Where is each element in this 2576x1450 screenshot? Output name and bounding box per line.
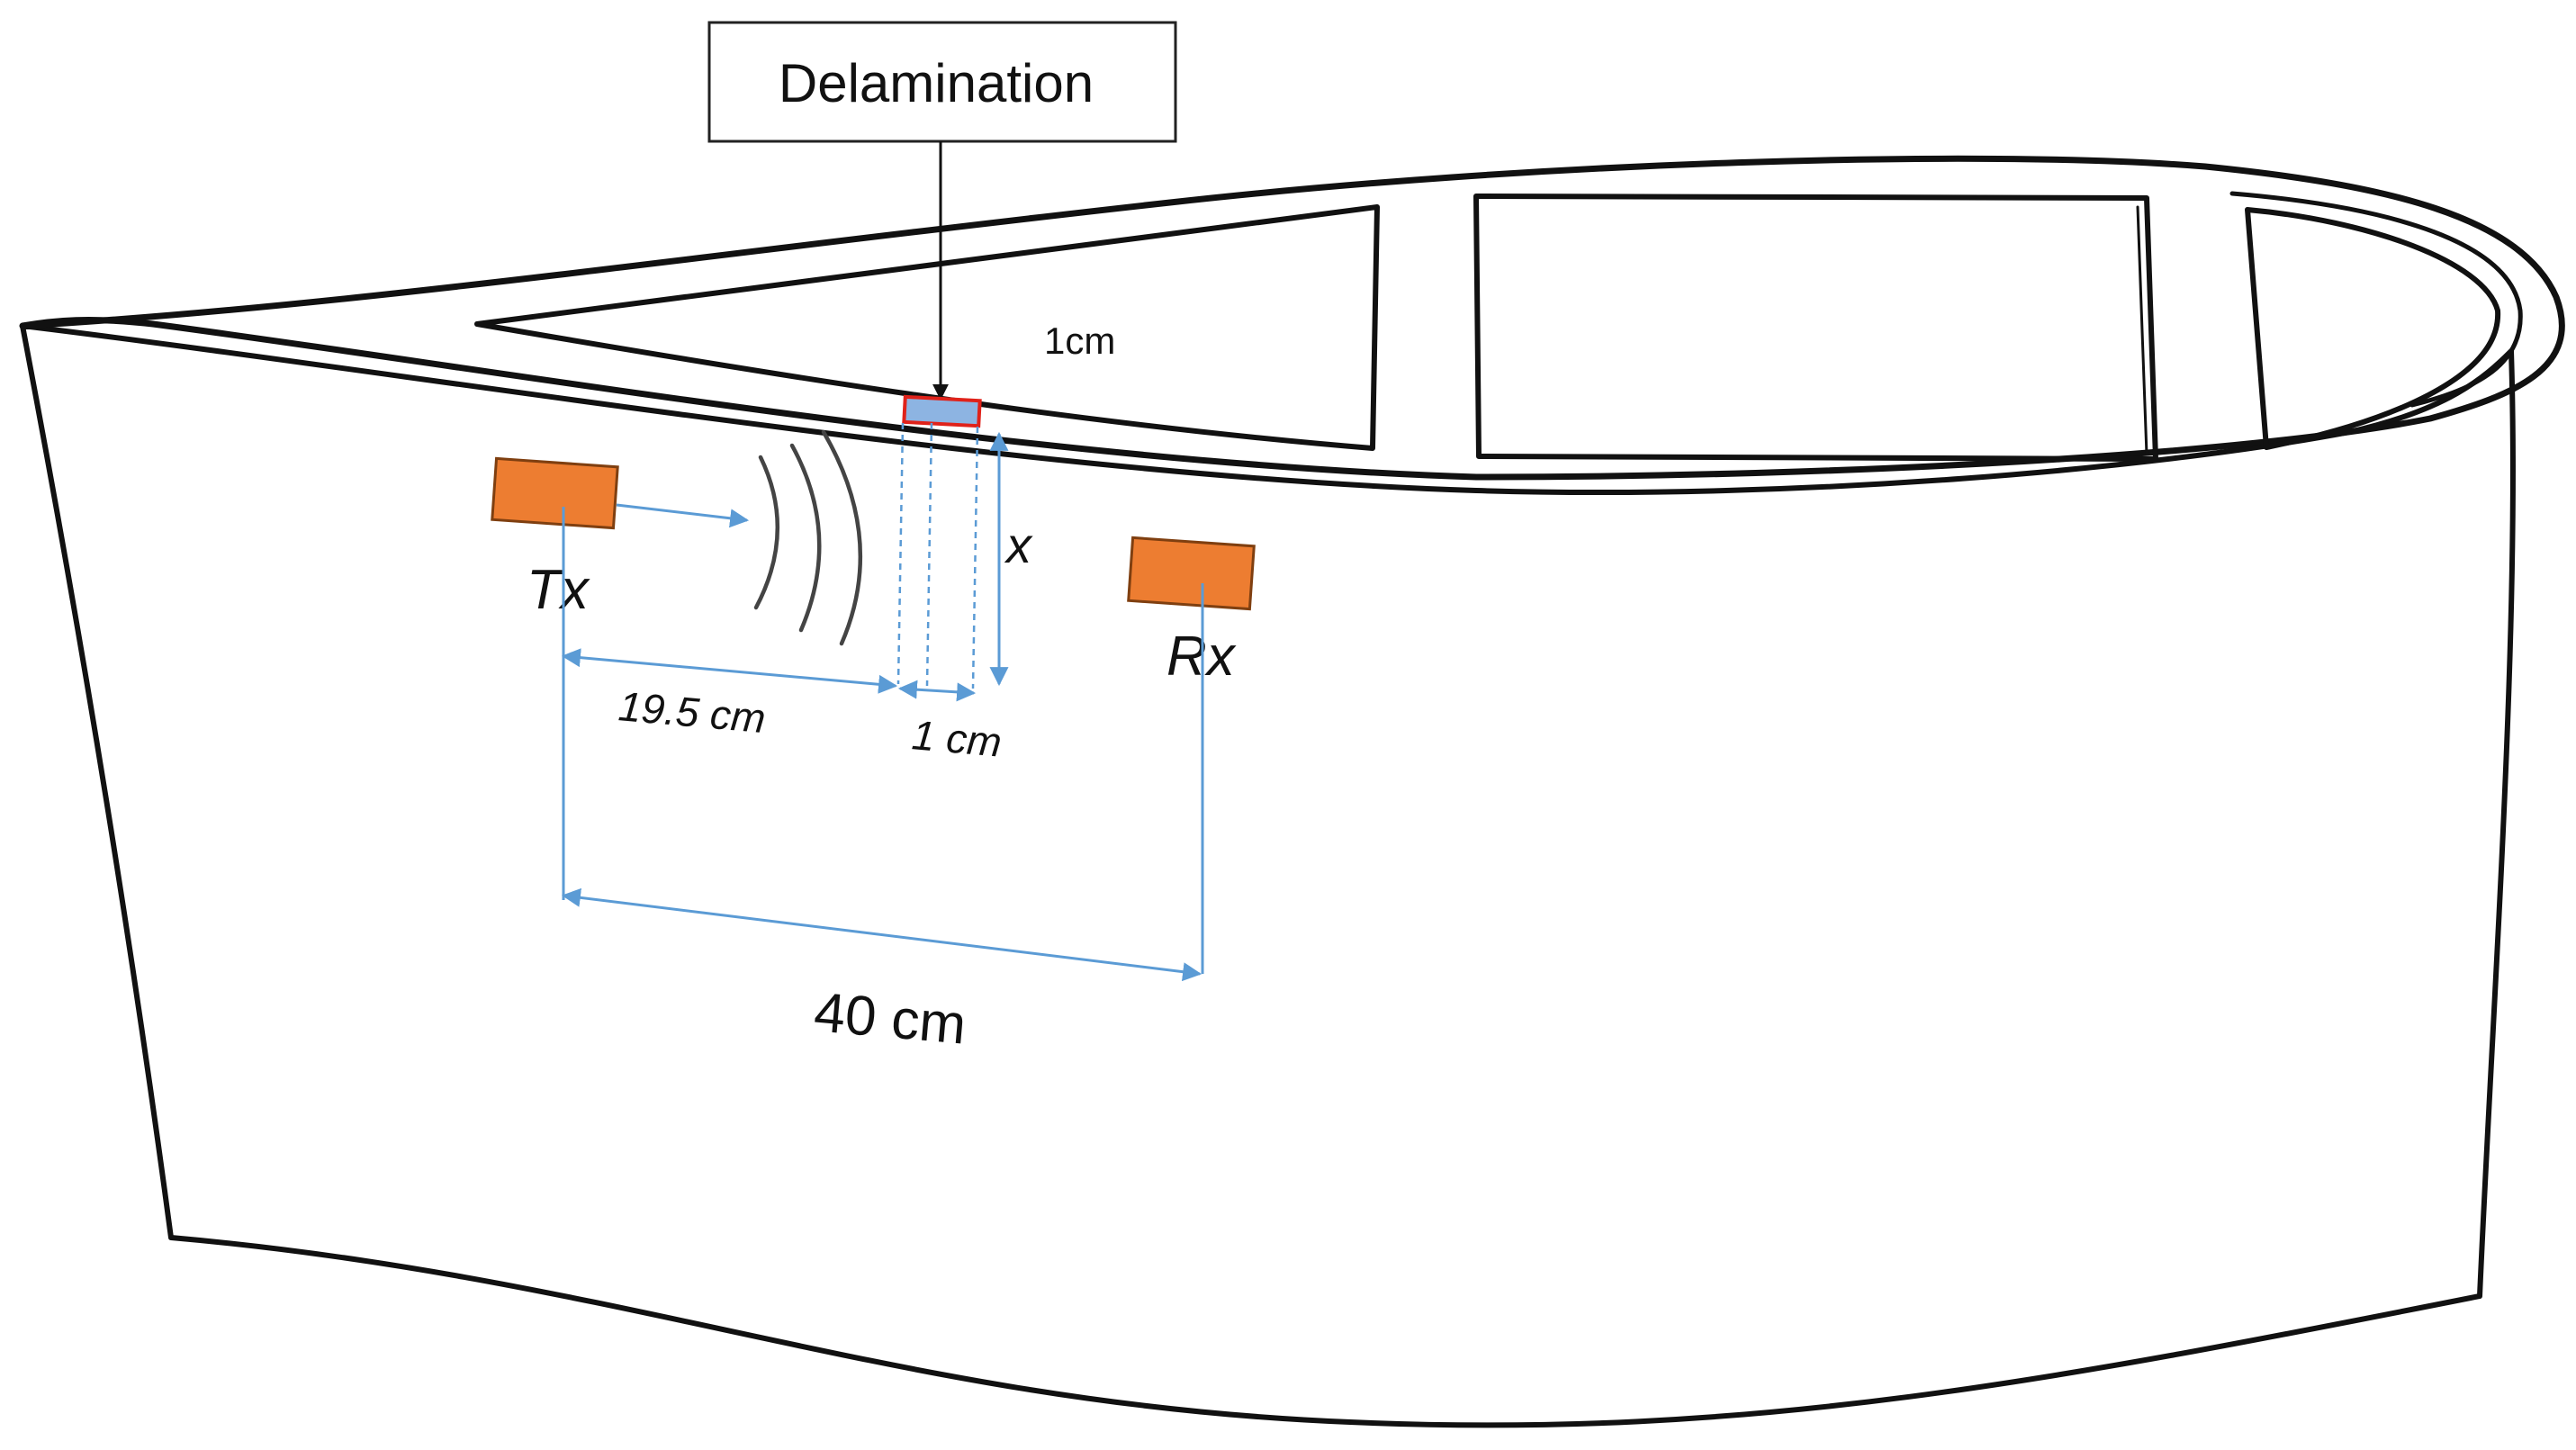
defect-projection-lines bbox=[896, 422, 979, 689]
tx-to-rx-label: 40 cm bbox=[812, 981, 968, 1056]
blade-front-face bbox=[20, 323, 2516, 1428]
depth-variable-label: x bbox=[1004, 517, 1033, 573]
tx-to-rx-dimension bbox=[561, 887, 1202, 982]
cell-middle bbox=[1473, 194, 2158, 462]
defect-width-label: 1 cm bbox=[910, 711, 1004, 765]
receiver: Rx bbox=[1127, 536, 1256, 974]
transmitter-sensor bbox=[491, 456, 619, 530]
defect-width-dimension bbox=[897, 680, 977, 702]
tx-to-defect-dimension bbox=[561, 648, 898, 694]
delamination-defect bbox=[902, 394, 982, 428]
tx-to-defect-label: 19.5 cm bbox=[617, 682, 768, 742]
airfoil-top-outer bbox=[19, 155, 2565, 481]
ultrasonic-wave-icon bbox=[753, 429, 863, 646]
skin-thickness-label: 1cm bbox=[1044, 320, 1115, 362]
delamination-callout: Delamination bbox=[707, 21, 1177, 428]
transmitter: Tx bbox=[491, 456, 750, 900]
callout-box bbox=[707, 21, 1177, 143]
blade-body bbox=[19, 155, 2565, 1428]
receiver-sensor bbox=[1127, 536, 1256, 611]
blade-internal-cells bbox=[474, 194, 2501, 462]
callout-label: Delamination bbox=[779, 53, 1094, 113]
airfoil-top-inner bbox=[2229, 191, 2523, 408]
tx-emission-arrow bbox=[616, 503, 750, 528]
cell-trailing bbox=[2245, 207, 2501, 450]
spar-detail-line bbox=[2136, 205, 2148, 456]
transmitter-label: Tx bbox=[527, 559, 590, 621]
